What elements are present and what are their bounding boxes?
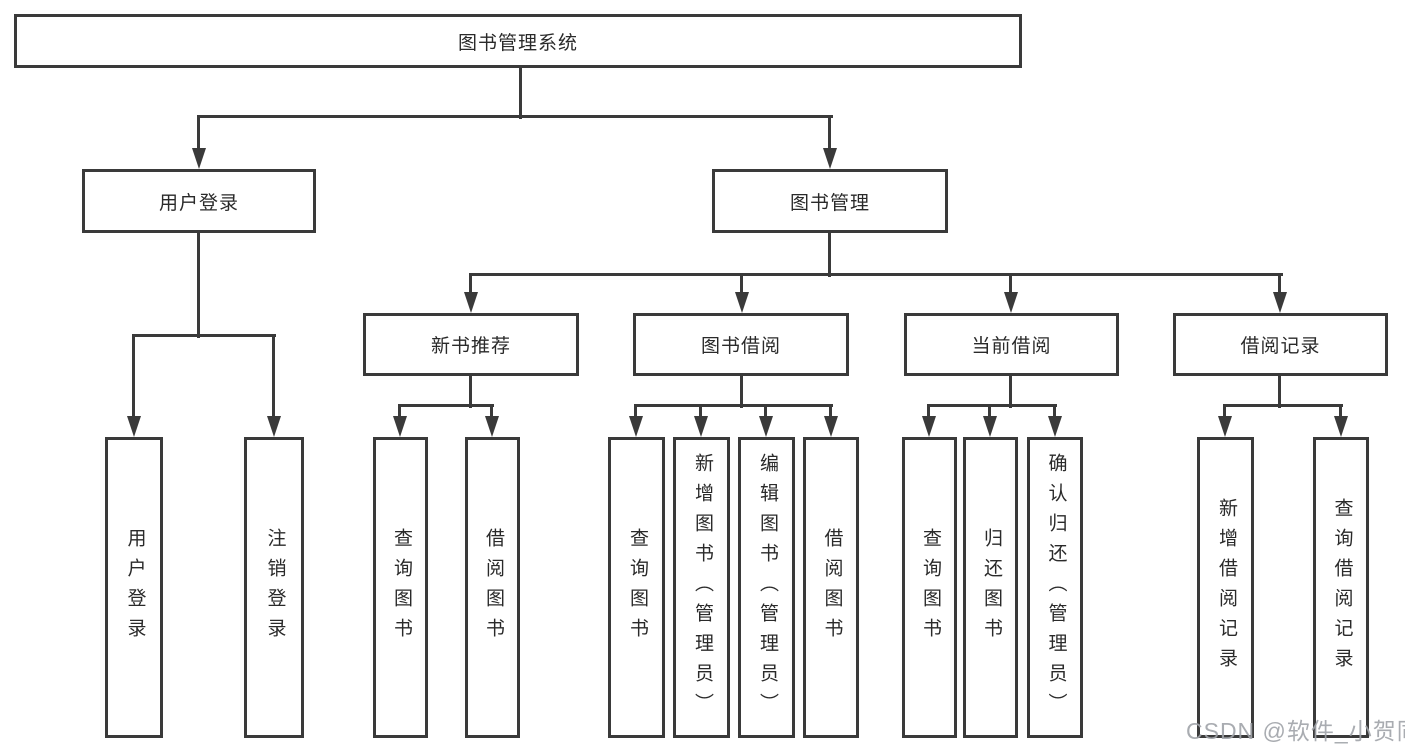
leaf-query-books-current-label: 查询图书 [919,527,941,648]
arrow-down-icon [393,416,407,437]
connector-drop [634,404,637,419]
node-current-borrowing-label: 当前借阅 [971,336,1052,357]
arrow-down-icon [735,292,749,313]
arrow-down-icon [629,416,643,437]
node-book-management-label: 图书管理 [789,192,870,214]
connector-drop-leaf-user-login [132,334,135,420]
arrow-down-icon [694,416,708,437]
connector-drop [988,404,991,419]
csdn-watermark: CSDN @软件_小贺同学 [1186,718,1405,744]
arrow-down-icon [922,416,936,437]
connector-drop [829,404,832,419]
leaf-query-borrow-record: 查询借阅记录 [1313,437,1369,738]
leaf-query-books-recommend-label: 查询图书 [390,527,412,648]
node-borrowing-records-label: 借阅记录 [1240,336,1321,357]
connector-drop-book-borrow [740,273,743,295]
leaf-query-books-borrow: 查询图书 [608,437,665,738]
leaf-query-books-borrow-label: 查询图书 [626,527,648,648]
leaf-query-books-current: 查询图书 [902,437,957,738]
connector-root-stem [519,67,522,119]
leaf-add-borrow-record-label: 新增借阅记录 [1215,497,1237,678]
arrow-down-icon [267,416,281,437]
leaf-confirm-return-admin: 确认归还（管理员） [1027,437,1083,738]
arrow-down-icon [1218,416,1232,437]
connector-drop-leaf-logout [272,334,275,420]
leaf-confirm-return-admin-label: 确认归还（管理员） [1045,452,1067,723]
connector-book-borrow-stem [740,376,743,408]
node-user-login: 用户登录 [82,169,316,233]
leaf-add-books-admin-label: 新增图书（管理员） [691,452,713,723]
node-user-login-label: 用户登录 [158,192,239,214]
leaf-query-books-recommend: 查询图书 [373,437,428,738]
connector-current-borrow-stem [1009,376,1012,408]
connector-drop [1339,404,1342,419]
arrow-down-icon [1004,292,1018,313]
connector-drop [764,404,767,419]
leaf-query-borrow-record-label: 查询借阅记录 [1331,497,1353,678]
leaf-borrow-books: 借阅图书 [803,437,859,738]
leaf-add-borrow-record: 新增借阅记录 [1197,437,1254,738]
arrow-down-icon [759,416,773,437]
arrow-down-icon [485,416,499,437]
connector-drop [1223,404,1226,419]
leaf-logout: 注销登录 [244,437,304,738]
connector-current-borrow-rail [927,404,1057,407]
connector-drop [927,404,930,419]
connector-drop-book-management [828,115,831,150]
connector-drop-borrow-records [1278,273,1281,295]
connector-drop-new-book [469,273,472,295]
connector-drop [490,404,493,419]
connector-book-borrow-rail [634,404,833,407]
node-book-management: 图书管理 [712,169,948,233]
connector-user-login-stem [197,233,200,338]
leaf-add-books-admin: 新增图书（管理员） [673,437,730,738]
arrow-down-icon [192,148,206,169]
arrow-down-icon [1048,416,1062,437]
arrow-down-icon [1273,292,1287,313]
node-new-book-recommendation: 新书推荐 [363,313,579,376]
node-book-borrowing: 图书借阅 [633,313,849,376]
arrow-down-icon [824,416,838,437]
leaf-return-books-label: 归还图书 [980,527,1002,648]
connector-new-book-stem [469,376,472,408]
arrow-down-icon [127,416,141,437]
connector-drop-current-borrow [1009,273,1012,295]
connector-drop [699,404,702,419]
connector-root-rail [197,115,833,118]
leaf-edit-books-admin-label: 编辑图书（管理员） [756,452,778,723]
connector-borrow-records-rail [1223,404,1343,407]
arrow-down-icon [1334,416,1348,437]
leaf-user-login-label: 用户登录 [124,527,146,648]
connector-drop-user-login [197,115,200,150]
connector-drop [1053,404,1056,419]
connector-drop [398,404,401,419]
node-current-borrowing: 当前借阅 [904,313,1119,376]
leaf-borrow-books-recommend-label: 借阅图书 [482,527,504,648]
connector-book-management-rail [469,273,1283,276]
node-book-borrowing-label: 图书借阅 [700,336,781,357]
arrow-down-icon [983,416,997,437]
leaf-edit-books-admin: 编辑图书（管理员） [738,437,795,738]
node-borrowing-records: 借阅记录 [1173,313,1388,376]
leaf-return-books: 归还图书 [963,437,1018,738]
arrow-down-icon [464,292,478,313]
connector-user-login-rail [132,334,276,337]
connector-book-management-stem [828,233,831,277]
node-library-system-label: 图书管理系统 [457,32,578,54]
leaf-logout-label: 注销登录 [264,527,286,648]
leaf-borrow-books-label: 借阅图书 [821,527,843,648]
node-new-book-recommendation-label: 新书推荐 [430,336,511,357]
node-library-system: 图书管理系统 [14,14,1022,68]
arrow-down-icon [823,148,837,169]
leaf-borrow-books-recommend: 借阅图书 [465,437,520,738]
leaf-user-login: 用户登录 [105,437,163,738]
connector-new-book-rail [398,404,494,407]
connector-borrow-records-stem [1278,376,1281,408]
